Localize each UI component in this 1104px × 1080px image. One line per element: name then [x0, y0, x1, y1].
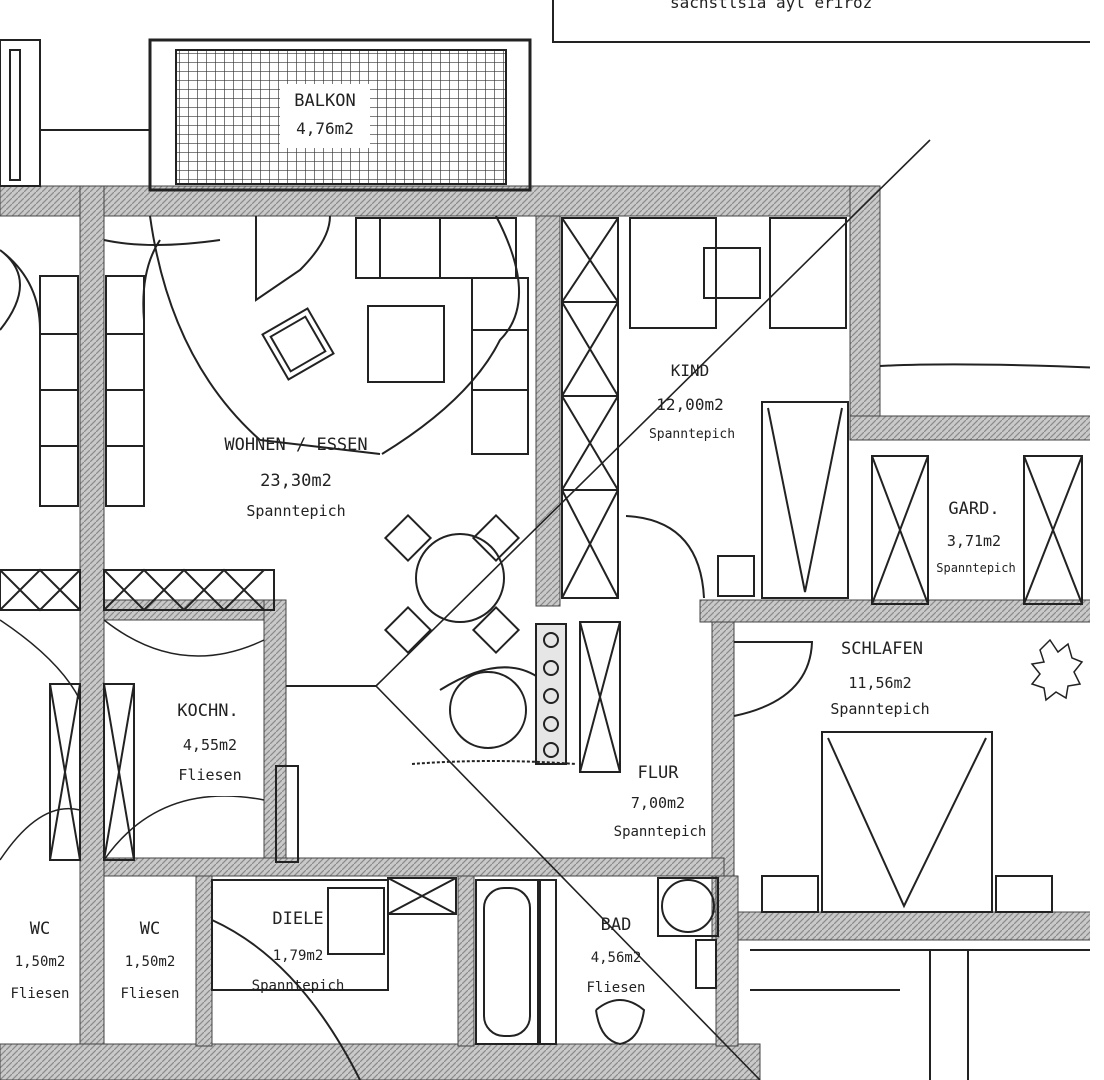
- title-block-text: sachstlsia ayl eriroz: [670, 0, 872, 12]
- kind-room-furniture: [561, 217, 849, 599]
- bad-floor: Fliesen: [586, 980, 645, 996]
- flur-furniture: [411, 621, 621, 773]
- left-neighbour-outline: [0, 39, 221, 507]
- wc-labels: WC 1,50m2 Fliesen WC 1,50m2 Fliesen: [10, 919, 179, 1002]
- wohnen-label: WOHNEN / ESSEN 23,30m2 Spanntepich: [224, 435, 367, 520]
- wohnen-floor: Spanntepich: [246, 502, 345, 520]
- wc2-floor: Fliesen: [120, 986, 179, 1002]
- schlafen-area: 11,56m2: [848, 674, 911, 692]
- kind-label: KIND 12,00m2 Spanntepich: [649, 361, 735, 442]
- gard-floor: Spanntepich: [936, 561, 1015, 575]
- bathroom-furniture: [475, 877, 719, 1046]
- schlafen-room-furniture: [733, 638, 1084, 913]
- lower-right-outline: [750, 949, 1104, 1080]
- diele-area: 1,79m2: [273, 948, 324, 964]
- gard-room-furniture: [871, 363, 1104, 605]
- diele-furniture: [211, 877, 457, 1080]
- kochn-area: 4,55m2: [183, 736, 237, 754]
- kochn-label: KOCHN. 4,55m2 Fliesen: [177, 701, 241, 784]
- balcony: BALKON 4,76m2: [148, 38, 532, 192]
- title-block: sachstlsia ayl eriroz: [552, 0, 1104, 43]
- wc1-name: WC: [30, 919, 50, 939]
- wc1-area: 1,50m2: [15, 954, 66, 970]
- schlafen-floor: Spanntepich: [830, 700, 929, 718]
- flur-label: FLUR 7,00m2 Spanntepich: [614, 763, 707, 840]
- flur-name: FLUR: [638, 763, 680, 783]
- bad-area: 4,56m2: [591, 950, 642, 966]
- kochn-floor: Fliesen: [178, 766, 241, 784]
- bad-label: BAD 4,56m2 Fliesen: [586, 915, 645, 996]
- balkon-name: BALKON: [294, 91, 355, 111]
- diele-floor: Spanntepich: [252, 978, 345, 994]
- wohnen-name: WOHNEN / ESSEN: [224, 435, 367, 455]
- living-room-furniture: [149, 139, 931, 1080]
- gard-area: 3,71m2: [947, 532, 1001, 550]
- image-edge: [1090, 0, 1104, 1080]
- wohnen-area: 23,30m2: [260, 471, 332, 491]
- walls: [0, 185, 1104, 1080]
- kind-name: KIND: [671, 361, 710, 380]
- kind-area: 12,00m2: [656, 395, 723, 414]
- wc2-area: 1,50m2: [125, 954, 176, 970]
- schlafen-name: SCHLAFEN: [841, 639, 923, 659]
- flur-area: 7,00m2: [631, 794, 685, 812]
- kind-floor: Spanntepich: [649, 427, 735, 442]
- bad-name: BAD: [601, 915, 632, 935]
- kochn-name: KOCHN.: [177, 701, 238, 721]
- diele-name: DIELE: [272, 909, 323, 929]
- kitchen-furniture: [0, 568, 299, 863]
- gard-name: GARD.: [948, 499, 999, 519]
- schlafen-label: SCHLAFEN 11,56m2 Spanntepich: [830, 639, 929, 718]
- wc1-floor: Fliesen: [10, 986, 69, 1002]
- flur-floor: Spanntepich: [614, 824, 707, 840]
- diele-label: DIELE 1,79m2 Spanntepich: [252, 909, 345, 994]
- wc2-name: WC: [140, 919, 160, 939]
- balkon-area: 4,76m2: [296, 119, 354, 138]
- gard-label: GARD. 3,71m2 Spanntepich: [936, 499, 1015, 575]
